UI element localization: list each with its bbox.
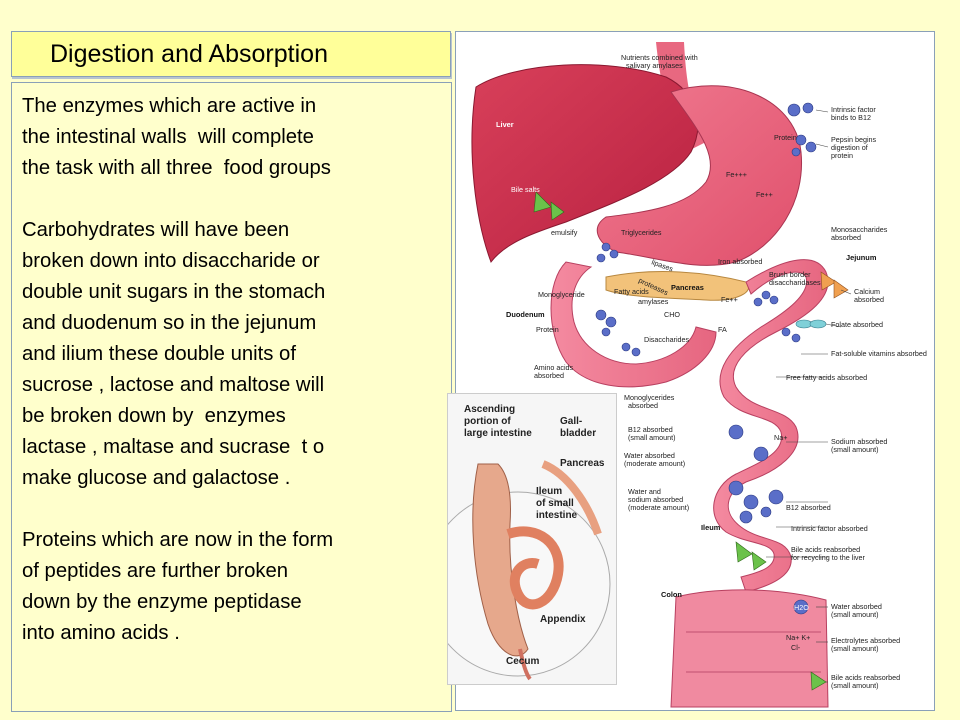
label-folate: Folate absorbed bbox=[831, 320, 883, 329]
label-protein: Protein bbox=[774, 133, 797, 142]
label-monoglycerides-2: absorbed bbox=[628, 401, 658, 410]
paragraph-proteins: Proteins which are now in the form of pe… bbox=[22, 529, 334, 644]
label-pepsin-2: digestion of bbox=[831, 143, 868, 152]
label-pepsin-3: protein bbox=[831, 151, 853, 160]
small-intestine-shape bbox=[713, 259, 829, 593]
inset-ascending-colon bbox=[472, 463, 529, 657]
label-water-mod: Water absorbed bbox=[624, 451, 675, 460]
label-fe3: Fe+++ bbox=[726, 170, 747, 179]
inset-label-cecum: Cecum bbox=[506, 656, 539, 667]
inset-label-appendix: Appendix bbox=[540, 614, 586, 625]
label-disaccharidases: disaccharidases bbox=[769, 278, 821, 287]
label-monoglycerides: Monoglycerides bbox=[624, 393, 675, 402]
label-iron: Iron absorbed bbox=[718, 257, 762, 266]
label-water-sodium-3: (moderate amount) bbox=[628, 503, 689, 512]
label-cho: CHO bbox=[664, 310, 680, 319]
leader-lines bbox=[766, 109, 852, 683]
pancreas-shape bbox=[605, 271, 749, 301]
label-monosaccharides: Monosaccharides bbox=[831, 225, 888, 234]
label-free-fatty: Free fatty acids absorbed bbox=[786, 373, 867, 382]
label-duodenum: Duodenum bbox=[506, 310, 545, 319]
label-amino-acids-2: absorbed bbox=[534, 371, 564, 380]
calcium-markers bbox=[820, 271, 849, 299]
inset-label-gall: Gall- bbox=[560, 416, 582, 427]
label-intrinsic-2: binds to B12 bbox=[831, 113, 871, 122]
paragraph-carbohydrates: Carbohydrates will have been broken down… bbox=[22, 219, 326, 489]
label-emulsify: emulsify bbox=[551, 228, 578, 237]
label-b12-small-2: (small amount) bbox=[628, 433, 676, 442]
inset-label-bladder: bladder bbox=[560, 428, 596, 439]
label-bile-salts: Bile salts bbox=[511, 185, 540, 194]
inset-appendix bbox=[518, 648, 532, 681]
folate-markers bbox=[795, 319, 827, 329]
label-disaccharides: Disaccharides bbox=[644, 335, 690, 344]
label-sodium-2: (small amount) bbox=[831, 445, 879, 454]
label-water-sodium: Water and bbox=[628, 487, 661, 496]
slide-title: Digestion and Absorption bbox=[50, 40, 328, 68]
label-liver: Liver bbox=[496, 120, 514, 129]
label-bile-small-2: (small amount) bbox=[831, 681, 879, 690]
title-box: Digestion and Absorption bbox=[11, 31, 451, 77]
label-monoglyceride: Monoglyceride bbox=[538, 290, 585, 299]
liver-shape bbox=[471, 64, 699, 264]
inset-label-ileum: Ileum bbox=[536, 486, 562, 497]
label-calcium: Calcium bbox=[854, 287, 880, 296]
label-water-sodium-2: sodium absorbed bbox=[628, 495, 683, 504]
inset-label-portion: portion of bbox=[464, 416, 511, 427]
label-nutrients: Nutrients combined with bbox=[621, 53, 698, 62]
inset-pancreas bbox=[541, 460, 602, 536]
inset-ileum-diagram: Ascending portion of large intestine Gal… bbox=[447, 393, 617, 685]
label-cl: Cl- bbox=[791, 643, 801, 652]
label-pepsin: Pepsin begins bbox=[831, 135, 877, 144]
bile-markers bbox=[533, 191, 827, 691]
inset-label-intestine: intestine bbox=[536, 510, 578, 521]
label-b12-small: B12 absorbed bbox=[628, 425, 673, 434]
label-calcium-2: absorbed bbox=[854, 295, 884, 304]
label-amylases: amylases bbox=[638, 297, 669, 306]
label-fe2b: Fe++ bbox=[721, 295, 738, 304]
inset-label-of-small: of small bbox=[536, 498, 574, 509]
molecule-markers bbox=[595, 102, 817, 615]
label-h2o: H2O bbox=[794, 603, 809, 612]
inset-small-intestine bbox=[506, 526, 564, 610]
label-brush-border: Brush border bbox=[769, 270, 811, 279]
label-amino-acids: Amino acids bbox=[534, 363, 574, 372]
inset-label-ascending: Ascending bbox=[464, 404, 515, 415]
label-electrolytes-2: (small amount) bbox=[831, 644, 879, 653]
label-water-small-2: (small amount) bbox=[831, 610, 879, 619]
label-ileum: Ileum bbox=[701, 523, 721, 532]
label-fe2: Fe++ bbox=[756, 190, 773, 199]
label-fat-soluble: Fat-soluble vitamins absorbed bbox=[831, 349, 927, 358]
body-text-box: The enzymes which are active in the inte… bbox=[11, 82, 452, 712]
label-electrolytes: Electrolytes absorbed bbox=[831, 636, 900, 645]
label-bile-reabs: Bile acids reabsorbed bbox=[791, 545, 860, 554]
inset-label-large: large intestine bbox=[464, 428, 532, 439]
inset-label-pancreas: Pancreas bbox=[560, 458, 605, 469]
label-triglycerides: Triglycerides bbox=[621, 228, 662, 237]
label-nutrients-2: salivary amylases bbox=[626, 61, 683, 70]
label-water-mod-2: (moderate amount) bbox=[624, 459, 685, 468]
label-absorbed: absorbed bbox=[831, 233, 861, 242]
label-colon: Colon bbox=[661, 590, 682, 599]
label-jejunum: Jejunum bbox=[846, 253, 877, 262]
label-nak: Na+ K+ bbox=[786, 633, 810, 642]
paragraph-enzymes: The enzymes which are active in the inte… bbox=[22, 95, 331, 179]
label-na: Na+ bbox=[774, 433, 787, 442]
label-fatty-acids: Fatty acids bbox=[614, 287, 649, 296]
label-bile-reabs-2: for recycling to the liver bbox=[791, 553, 866, 562]
label-b12-abs: B12 absorbed bbox=[786, 503, 831, 512]
colon-shape bbox=[670, 589, 829, 708]
duodenum-shape bbox=[550, 261, 717, 388]
label-protein2: Protein bbox=[536, 325, 559, 334]
label-fa: FA bbox=[718, 325, 727, 334]
label-water-small: Water absorbed bbox=[831, 602, 882, 611]
label-intrinsic: Intrinsic factor bbox=[831, 105, 876, 114]
inset-svg: Ascending portion of large intestine Gal… bbox=[448, 404, 611, 681]
label-sodium: Sodium absorbed bbox=[831, 437, 887, 446]
label-bile-small: Bile acids reabsorbed bbox=[831, 673, 900, 682]
label-pancreas: Pancreas bbox=[671, 283, 704, 292]
label-intrinsic-abs: Intrinsic factor absorbed bbox=[791, 524, 868, 533]
diagram-svg: Nutrients combined with salivary amylase… bbox=[471, 42, 927, 708]
